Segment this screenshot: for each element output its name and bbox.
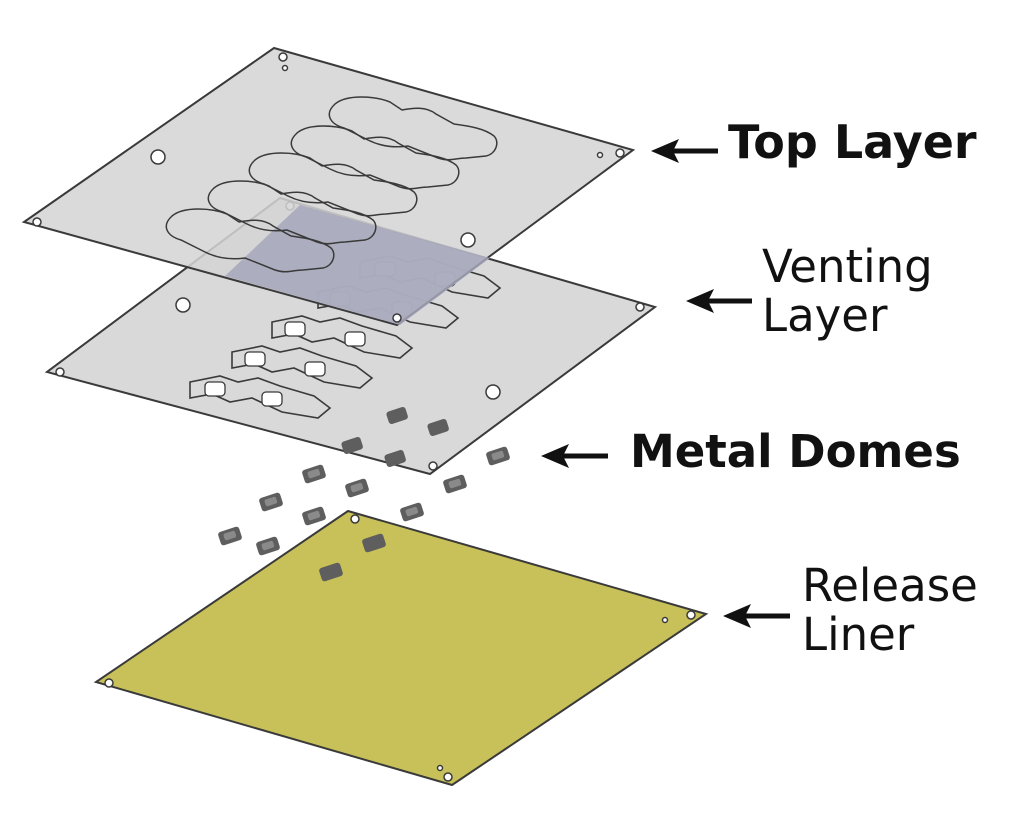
- vent-pad: [284, 321, 306, 337]
- label-arrows: [541, 139, 790, 628]
- dome-mark: [386, 406, 408, 424]
- mount-hole: [635, 302, 645, 312]
- arrow-left-icon: [651, 139, 718, 163]
- arrow-left-icon: [723, 604, 790, 628]
- dome-mark: [384, 449, 406, 467]
- label-venting-layer: Venting Layer: [762, 240, 933, 342]
- key-outline: [290, 125, 460, 190]
- vent-pad: [244, 351, 266, 367]
- mount-hole: [392, 313, 402, 323]
- mount-hole: [104, 678, 114, 688]
- mount-hole: [596, 151, 604, 159]
- mount-hole: [281, 64, 289, 72]
- mount-hole: [460, 232, 476, 248]
- arrow-left-icon: [541, 444, 608, 468]
- label-line: Venting: [762, 240, 933, 293]
- label-line: Metal Domes: [630, 425, 961, 478]
- mount-hole: [615, 148, 625, 158]
- liner-pad: [362, 533, 386, 553]
- vent-pad: [204, 381, 226, 397]
- top-layer-holes: [32, 52, 625, 323]
- key-outline: [328, 96, 498, 161]
- key-outline: [248, 152, 418, 217]
- top-layer-sheet: [21, 46, 636, 327]
- metal-dome: [256, 536, 280, 556]
- mount-hole: [436, 764, 444, 772]
- mount-hole: [428, 461, 438, 471]
- label-release-liner: Release Liner: [802, 559, 978, 661]
- mount-hole: [55, 367, 65, 377]
- metal-dome: [345, 478, 369, 498]
- liner-pad: [319, 562, 343, 582]
- release-liner-sheet: [93, 509, 709, 787]
- metal-dome: [443, 474, 467, 494]
- liner-holes: [104, 514, 696, 782]
- mount-hole: [175, 297, 191, 313]
- mount-hole: [278, 52, 288, 62]
- mount-hole: [485, 384, 501, 400]
- metal-dome: [302, 464, 326, 484]
- mount-hole: [150, 149, 166, 165]
- metal-domes-group: [218, 446, 510, 556]
- mount-hole: [32, 217, 42, 227]
- metal-dome: [400, 502, 424, 522]
- label-line: Top Layer: [728, 115, 977, 169]
- overlap-region: [225, 205, 490, 325]
- vent-pad: [344, 331, 366, 347]
- vent-pad: [261, 391, 283, 407]
- label-top-layer: Top Layer: [728, 115, 977, 169]
- label-line: Release: [802, 559, 978, 612]
- metal-dome: [218, 526, 242, 546]
- label-metal-domes: Metal Domes: [630, 425, 961, 478]
- key-outline: [165, 208, 335, 273]
- mount-hole: [350, 514, 360, 524]
- label-line: Liner: [802, 607, 915, 661]
- dome-mark: [427, 418, 449, 436]
- venting-dome-marks: [341, 406, 449, 467]
- mount-hole: [686, 610, 696, 620]
- key-outline: [207, 180, 377, 245]
- metal-dome: [302, 506, 326, 526]
- vent-pad: [304, 361, 326, 377]
- metal-dome: [259, 492, 283, 512]
- liner-dome-pads: [319, 533, 386, 582]
- mount-hole: [443, 772, 453, 782]
- arrow-left-icon: [686, 289, 752, 313]
- dome-mark: [341, 436, 363, 454]
- label-line: Layer: [762, 288, 888, 342]
- metal-dome: [486, 446, 510, 466]
- top-layer-key-outlines: [165, 96, 498, 273]
- mount-hole: [661, 616, 669, 624]
